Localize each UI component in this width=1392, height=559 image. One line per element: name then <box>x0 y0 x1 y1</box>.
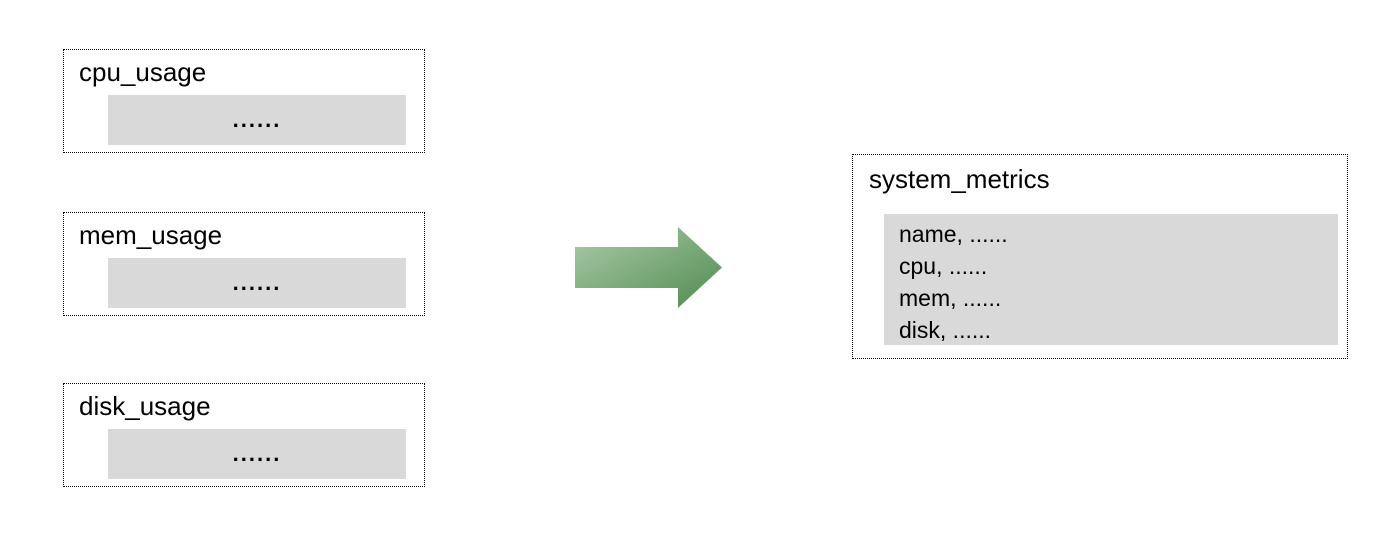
ellipsis-placeholder: ...... <box>232 441 282 466</box>
table-box-disk-usage: disk_usage ...... <box>63 383 425 487</box>
table-box-mem-usage: mem_usage ...... <box>63 212 425 316</box>
table-title: system_metrics <box>869 164 1050 194</box>
table-rows-placeholder-bar: ...... <box>108 258 406 308</box>
table-row: cpu, ...... <box>899 253 988 279</box>
table-rows-placeholder-bar: ...... <box>108 429 406 479</box>
ellipsis-placeholder: ...... <box>232 270 282 295</box>
merge-arrow-icon <box>575 227 722 308</box>
table-row: disk, ...... <box>899 317 992 343</box>
table-box-system-metrics: system_metrics name, ...... cpu, ...... … <box>852 154 1348 359</box>
table-title: disk_usage <box>79 391 211 421</box>
table-row: name, ...... <box>899 221 1008 247</box>
ellipsis-placeholder: ...... <box>232 107 282 132</box>
table-row: mem, ...... <box>899 285 1002 311</box>
table-rows-panel: name, ...... cpu, ...... mem, ...... dis… <box>884 214 1338 345</box>
table-rows-placeholder-bar: ...... <box>108 95 406 145</box>
table-box-cpu-usage: cpu_usage ...... <box>63 49 425 153</box>
table-title: cpu_usage <box>79 57 207 87</box>
table-title: mem_usage <box>79 220 223 250</box>
